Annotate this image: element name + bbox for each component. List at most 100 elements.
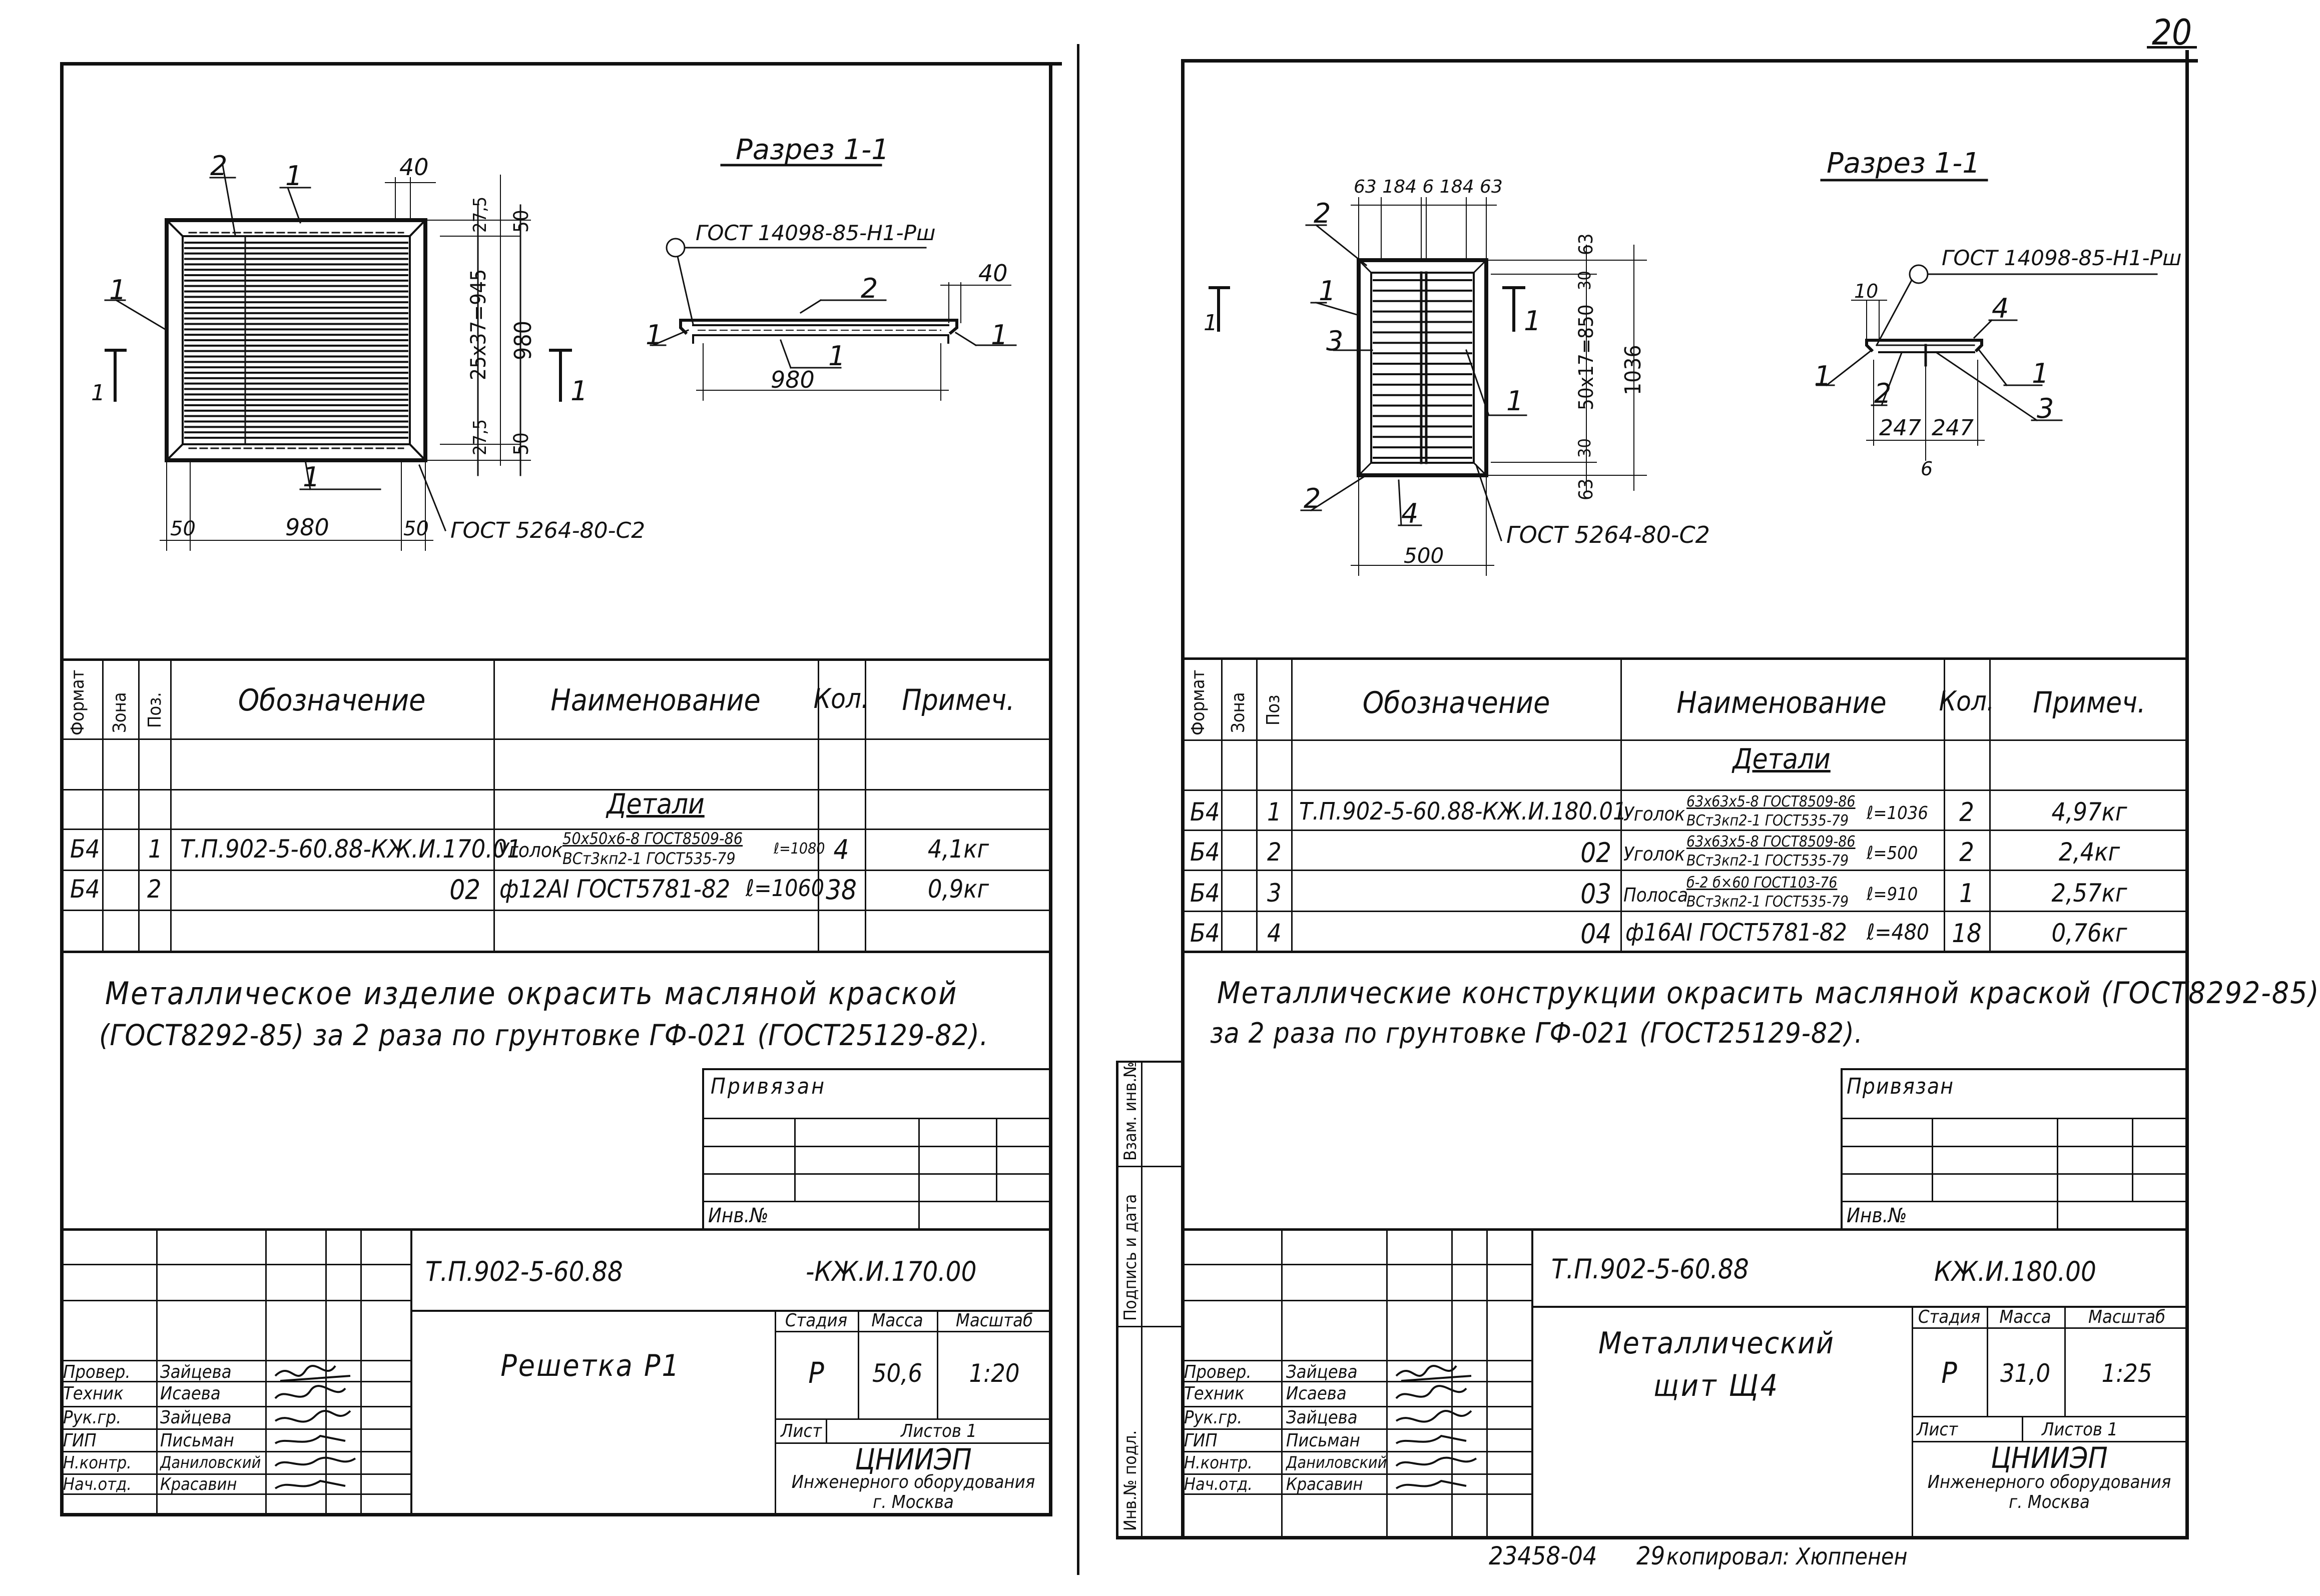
left-r1-name: Уголок xyxy=(498,839,563,862)
right-r3-name-len: ℓ=910 xyxy=(1867,884,1918,905)
right-r4-qty: 18 xyxy=(1952,919,1982,949)
right-r3-designation: 03 xyxy=(1580,878,1611,910)
right-sec-callout-2: 2 xyxy=(1874,378,1891,409)
right-sec-dim10: 10 xyxy=(1854,280,1878,302)
right-sec-callout-1l: 1 xyxy=(1814,360,1831,392)
left-tb-code-suffix: -КЖ.И.170.00 xyxy=(806,1256,977,1287)
right-tb-stage-h: Стадия xyxy=(1918,1307,1981,1327)
left-r1-designation: Т.П.902-5-60.88-КЖ.И.170.01 xyxy=(180,835,521,864)
right-sec-dim6: 6 xyxy=(1921,458,1933,480)
right-th-format: Формат xyxy=(1188,669,1209,735)
left-drawing: Разрез 1-1 ГОСТ 14098-85-Н1-Рш 2 1 1 1 4… xyxy=(91,134,1017,551)
right-section-title: Разрез 1-1 xyxy=(1827,147,1980,180)
left-frame-bottom xyxy=(60,1513,1052,1516)
left-tb-org1: ЦНИИЭП xyxy=(855,1442,972,1476)
right-r4-pos: 4 xyxy=(1267,919,1282,948)
left-tb-code-prefix: Т.П.902-5-60.88 xyxy=(425,1256,623,1287)
left-dim-b50b: 50 xyxy=(403,517,429,540)
right-name-3: Письман xyxy=(1286,1430,1360,1451)
right-callout-2a: 2 xyxy=(1314,198,1331,229)
left-frame-top xyxy=(60,62,1062,66)
left-sec-dim40: 40 xyxy=(978,260,1008,287)
left-sec-callout-1-r: 1 xyxy=(991,319,1008,351)
left-th-format: Формат xyxy=(68,669,88,735)
right-dim-r850: 50х17=850 xyxy=(1575,304,1598,410)
right-r2-name: Уголок xyxy=(1623,843,1685,865)
left-r1-name-len: ℓ=1080 xyxy=(774,840,825,858)
right-r2-designation: 02 xyxy=(1580,837,1611,869)
right-r2-note: 2,4кг xyxy=(2058,838,2120,867)
right-callout-3: 3 xyxy=(1326,325,1343,357)
right-r1-name-num: 63х63х5-8 ГОСТ8509-86 xyxy=(1686,793,1856,811)
left-sec-callout-1-l: 1 xyxy=(646,319,663,351)
right-th-designation: Обозначение xyxy=(1362,685,1550,720)
right-r4-name: ф16АI ГОСТ5781-82 xyxy=(1625,919,1847,947)
left-privyazan: Привязан xyxy=(711,1074,826,1099)
right-dim-r1036: 1036 xyxy=(1620,345,1646,395)
right-th-name: Наименование xyxy=(1676,685,1887,720)
right-role-3: ГИП xyxy=(1184,1430,1218,1451)
right-tb-sheet-h: Лист xyxy=(1917,1419,1958,1440)
left-note-line1: Металлическое изделие окрасить масляной … xyxy=(105,975,958,1012)
right-name-4: Даниловский xyxy=(1286,1453,1387,1472)
right-callout-1a: 1 xyxy=(1319,275,1336,307)
footer-copied: копировал: Хюппенен xyxy=(1666,1543,1908,1570)
left-role-4: Н.контр. xyxy=(63,1453,132,1473)
right-r2-format: Б4 xyxy=(1190,838,1220,867)
left-callout-2-top: 2 xyxy=(210,150,227,182)
right-section-mark-r: 1 xyxy=(1524,305,1541,337)
right-dim-r63a: 63 xyxy=(1575,233,1597,256)
right-note-line2: за 2 раза по грунтовке ГФ-021 (ГОСТ25129… xyxy=(1210,1017,1863,1050)
right-signature-scribbles xyxy=(1395,1365,1477,1489)
right-tb-sheets-h: Листов 1 xyxy=(2042,1419,2118,1440)
left-r2-pos: 2 xyxy=(147,875,162,904)
right-gost-weld-sec: ГОСТ 14098-85-Н1-Рш xyxy=(1942,246,2181,270)
right-tb-product1: Металлический xyxy=(1598,1326,1835,1361)
left-tb-scale: 1:20 xyxy=(969,1359,1020,1388)
left-dim-top40: 40 xyxy=(399,154,429,181)
right-role-1: Техник xyxy=(1184,1383,1245,1404)
left-r1-name-num: 50х50х6-8 ГОСТ8509-86 xyxy=(562,829,743,848)
left-th-note: Примеч. xyxy=(902,683,1015,717)
right-role-4: Н.контр. xyxy=(1184,1453,1253,1473)
left-inv: Инв.№ xyxy=(708,1204,769,1227)
right-name-5: Красавин xyxy=(1286,1474,1363,1494)
side-stamp-0: Инв.№ подл. xyxy=(1120,1430,1140,1531)
right-role-2: Рук.гр. xyxy=(1184,1407,1243,1428)
left-role-2: Рук.гр. xyxy=(63,1407,122,1428)
right-r2-name-len: ℓ=500 xyxy=(1867,843,1918,864)
right-note-line1: Металлические конструкции окрасить масля… xyxy=(1217,976,2320,1011)
right-dim-r30b: 30 xyxy=(1575,438,1595,458)
left-name-0: Зайцева xyxy=(160,1362,232,1382)
right-sec-callout-4: 4 xyxy=(1992,293,2009,324)
right-th-zone: Зона xyxy=(1228,692,1249,733)
left-r1-format: Б4 xyxy=(70,835,100,864)
right-r1-name-den: ВСт3кп2-1 ГОСТ535-79 xyxy=(1686,812,1849,830)
left-th-pos: Поз. xyxy=(145,692,165,728)
right-gost-weld-plan: ГОСТ 5264-80-С2 xyxy=(1506,521,1710,548)
right-callout-1b: 1 xyxy=(1506,385,1523,417)
sheet-divider xyxy=(1077,44,1079,1575)
right-sec-dim247b: 247 xyxy=(1932,415,1974,441)
right-tb-org1: ЦНИИЭП xyxy=(1991,1441,2108,1475)
right-r3-qty: 1 xyxy=(1959,879,1974,909)
footer-num: 29 xyxy=(1636,1541,1665,1570)
right-r1-qty: 2 xyxy=(1959,797,1974,828)
right-r3-name: Полоса xyxy=(1623,884,1688,906)
right-sec-callout-1r: 1 xyxy=(2032,358,2049,389)
right-r2-qty: 2 xyxy=(1959,838,1974,868)
right-tb-org2: Инженерного оборудования xyxy=(1927,1472,2171,1492)
right-r1-note: 4,97кг xyxy=(2051,797,2127,827)
left-tb-mass: 50,6 xyxy=(872,1359,923,1388)
left-role-3: ГИП xyxy=(63,1430,97,1451)
right-r4-name-len: ℓ=480 xyxy=(1867,920,1930,945)
left-name-2: Зайцева xyxy=(160,1407,232,1428)
right-dim-r63b: 63 xyxy=(1575,478,1597,501)
right-role-5: Нач.отд. xyxy=(1184,1474,1253,1494)
right-tb-mass: 31,0 xyxy=(2000,1359,2051,1388)
left-tb-stage: Р xyxy=(808,1356,824,1390)
left-tb-sheets-h: Листов 1 xyxy=(901,1421,977,1441)
left-callout-1-left: 1 xyxy=(109,274,126,306)
left-name-5: Красавин xyxy=(160,1474,237,1494)
right-r1-designation: Т.П.902-5-60.88-КЖ.И.180.01 xyxy=(1299,797,1627,826)
